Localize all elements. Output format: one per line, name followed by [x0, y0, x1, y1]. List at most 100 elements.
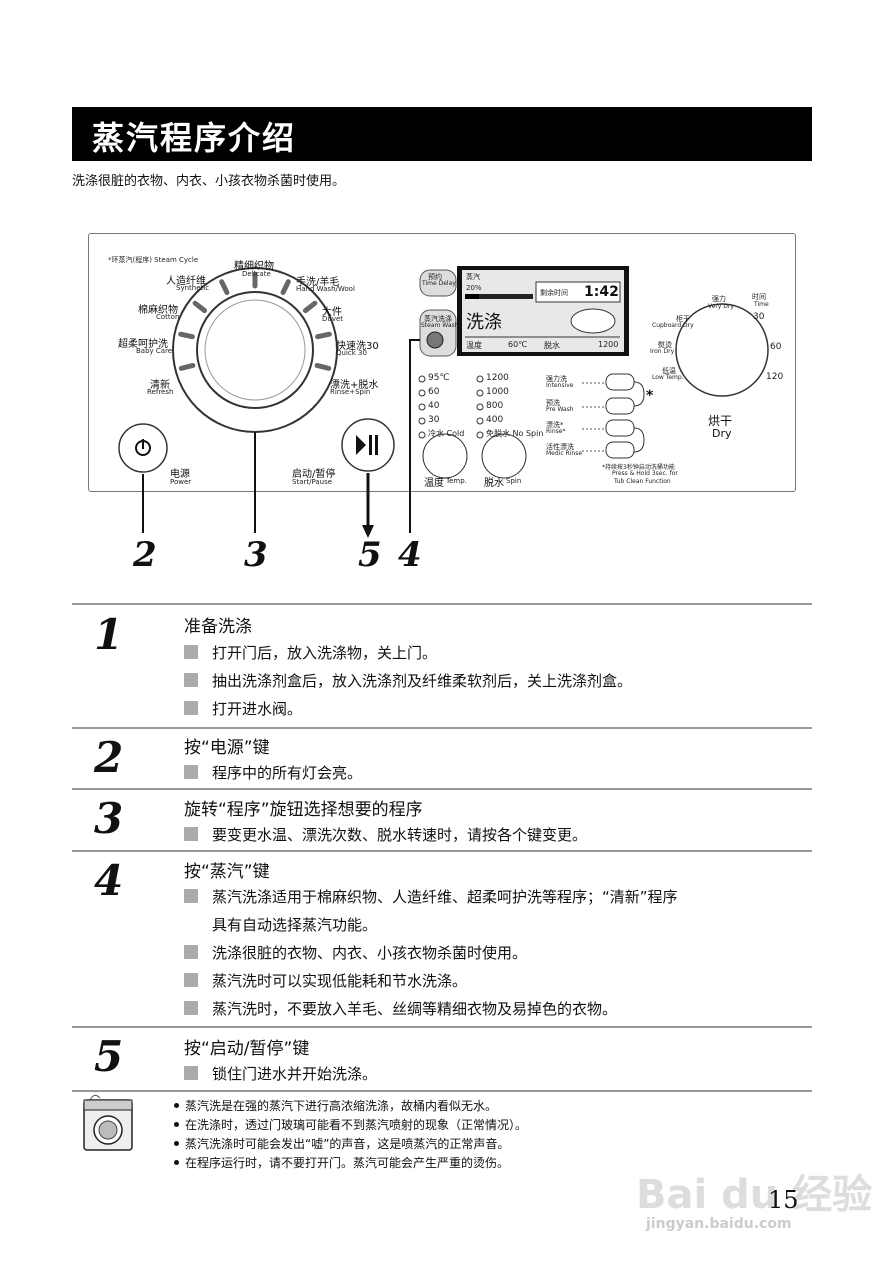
spin-1200[interactable]: 1200	[486, 373, 509, 383]
dry-lowtemp: 低温	[662, 367, 676, 375]
program-indicator-light	[280, 279, 291, 295]
program-knob-ring	[204, 299, 306, 401]
bullet-text: 程序中的所有灯会亮。	[212, 764, 363, 782]
step-4-title: 按“蒸汽”键	[184, 862, 270, 882]
watermark-url: jingyan.baidu.com	[646, 1216, 792, 1232]
step-1-bullet: 打开进水阀。	[184, 698, 302, 719]
program-cotton: 棉麻织物	[138, 305, 178, 316]
start-pause-button[interactable]	[341, 418, 395, 472]
bullet-dot	[174, 1103, 179, 1108]
note-item: 蒸汽洗是在强的蒸汽下进行高浓缩洗涤，故桶内看似无水。	[174, 1097, 497, 1114]
step-divider	[72, 850, 812, 852]
play-icon	[356, 435, 366, 455]
dry-cupboard-en: Cupboard Dry	[652, 322, 694, 329]
callout-arrow-5	[362, 525, 374, 538]
spin-400[interactable]: 400	[486, 415, 504, 425]
program-knob-inner[interactable]	[196, 291, 314, 409]
bullet-text: 要变更水温、漂洗次数、脱水转速时，请按各个键变更。	[212, 826, 588, 844]
bullet-square	[184, 1001, 198, 1015]
dry-dial[interactable]	[675, 303, 769, 397]
title-bar	[72, 107, 812, 161]
temp-60[interactable]: 60	[428, 387, 440, 397]
program-indicator-light	[192, 300, 208, 314]
radio-indicator	[476, 417, 484, 425]
medic-rinse-button[interactable]	[605, 441, 635, 459]
page-title: 蒸汽程序介绍	[92, 119, 297, 157]
step-divider	[72, 1090, 812, 1092]
lcd-temp-value: 60℃	[508, 340, 528, 349]
rinse-button[interactable]	[605, 419, 635, 437]
radio-indicator	[476, 375, 484, 383]
note-item: 在程序运行时，请不要打开门。蒸汽可能会产生严重的烫伤。	[174, 1154, 509, 1171]
program-quick30-en: Quick 30	[336, 349, 367, 357]
time-delay-label-en: Time Delay	[422, 280, 456, 287]
bullet-square	[184, 645, 198, 659]
bullet-text: 蒸汽洗时可以实现低能耗和节水洗涤。	[212, 972, 468, 990]
prewash-button[interactable]	[605, 397, 635, 415]
temp-cold[interactable]: 冷水 Cold	[428, 429, 465, 438]
step-4-number: 4	[94, 856, 124, 905]
bullet-text: 蒸汽洗时，不要放入羊毛、丝绸等精细衣物及易掉色的衣物。	[212, 1000, 618, 1018]
step-2-bullet: 程序中的所有灯会亮。	[184, 762, 362, 783]
program-duvet-en: Duvet	[322, 315, 344, 323]
temp-30[interactable]: 30	[428, 415, 440, 425]
step-4-bullet: 洗涤很脏的衣物、内衣、小孩衣物杀菌时使用。	[184, 942, 527, 963]
step-1-title: 准备洗涤	[184, 617, 252, 637]
tub-clean-note-1: *持续按3秒钟启动洗桶功能	[602, 464, 675, 471]
step-divider	[72, 1026, 812, 1028]
panel-drawing	[118, 266, 769, 538]
bullet-square	[184, 701, 198, 715]
note-text: 蒸汽洗涤时可能会发出“嘘”的声音，这是喷蒸汽的正常声音。	[185, 1137, 510, 1151]
program-duvet: 大件	[322, 307, 342, 318]
step-divider	[72, 603, 812, 605]
spin-nospin[interactable]: 免脱水 No Spin	[486, 429, 544, 438]
step-3-number: 3	[94, 794, 124, 843]
program-delicate: 精细织物	[234, 261, 274, 272]
step-5-number: 5	[94, 1032, 124, 1081]
program-refresh-en: Refresh	[147, 388, 174, 396]
lcd-spin-label: 脱水	[544, 341, 560, 350]
radio-indicator	[418, 375, 426, 383]
pause-icon-bar-right	[375, 435, 378, 455]
bullet-dot	[174, 1141, 179, 1146]
note-text: 蒸汽洗是在强的蒸汽下进行高浓缩洗涤，故桶内看似无水。	[185, 1099, 498, 1113]
step-divider	[72, 727, 812, 729]
note-item: 在洗涤时，透过门玻璃可能看不到蒸汽喷射的现象（正常情况）。	[174, 1116, 527, 1133]
bullet-text: 锁住门进水并开始洗涤。	[212, 1065, 378, 1083]
spin-button[interactable]	[481, 433, 527, 479]
lcd-percent: 20%	[466, 284, 482, 292]
program-indicator-light	[219, 279, 230, 295]
dry-iron-en: Iron Dry	[650, 348, 675, 355]
dry-time-120[interactable]: 120	[766, 372, 784, 382]
bullet-text: 打开门后，放入洗涤物，关上门。	[212, 644, 438, 662]
temp-button[interactable]	[422, 433, 468, 479]
steam-wash-label-en: Steam Wash	[421, 322, 459, 329]
dry-time-30[interactable]: 30	[753, 312, 765, 322]
bullet-square	[184, 673, 198, 687]
radio-indicator	[418, 417, 426, 425]
spin-button-label-en: Spin	[506, 477, 522, 485]
dry-lowtemp-en: Low Temp.	[652, 374, 684, 381]
dry-iron: 熨烫	[658, 341, 672, 349]
program-indicator-light	[178, 362, 196, 371]
temp-button-label-en: Temp.	[446, 477, 467, 485]
dry-time-60[interactable]: 60	[770, 342, 782, 352]
temp-95[interactable]: 95℃	[428, 373, 450, 383]
program-knob-ticks	[178, 271, 332, 371]
radio-indicator	[418, 431, 426, 439]
callout-line-4	[409, 339, 420, 533]
bullet-square	[184, 889, 198, 903]
radio-indicator	[476, 389, 484, 397]
temp-button-label: 温度	[424, 478, 444, 489]
spin-800[interactable]: 800	[486, 401, 504, 411]
program-delicate-en: Delicate	[242, 270, 271, 278]
step-3-title: 旋转“程序”旋钮选择想要的程序	[184, 800, 423, 820]
intensive-button[interactable]	[605, 373, 635, 391]
temp-40[interactable]: 40	[428, 401, 440, 411]
progress-fill	[465, 294, 479, 299]
time-delay-button[interactable]	[419, 269, 457, 297]
spin-1000[interactable]: 1000	[486, 387, 509, 397]
bullet-square	[184, 973, 198, 987]
program-synthetic: 人造纤维	[166, 276, 206, 287]
step-1-bullet: 抽出洗涤剂盒后，放入洗涤剂及纤维柔软剂后，关上洗涤剂盒。	[184, 670, 632, 691]
